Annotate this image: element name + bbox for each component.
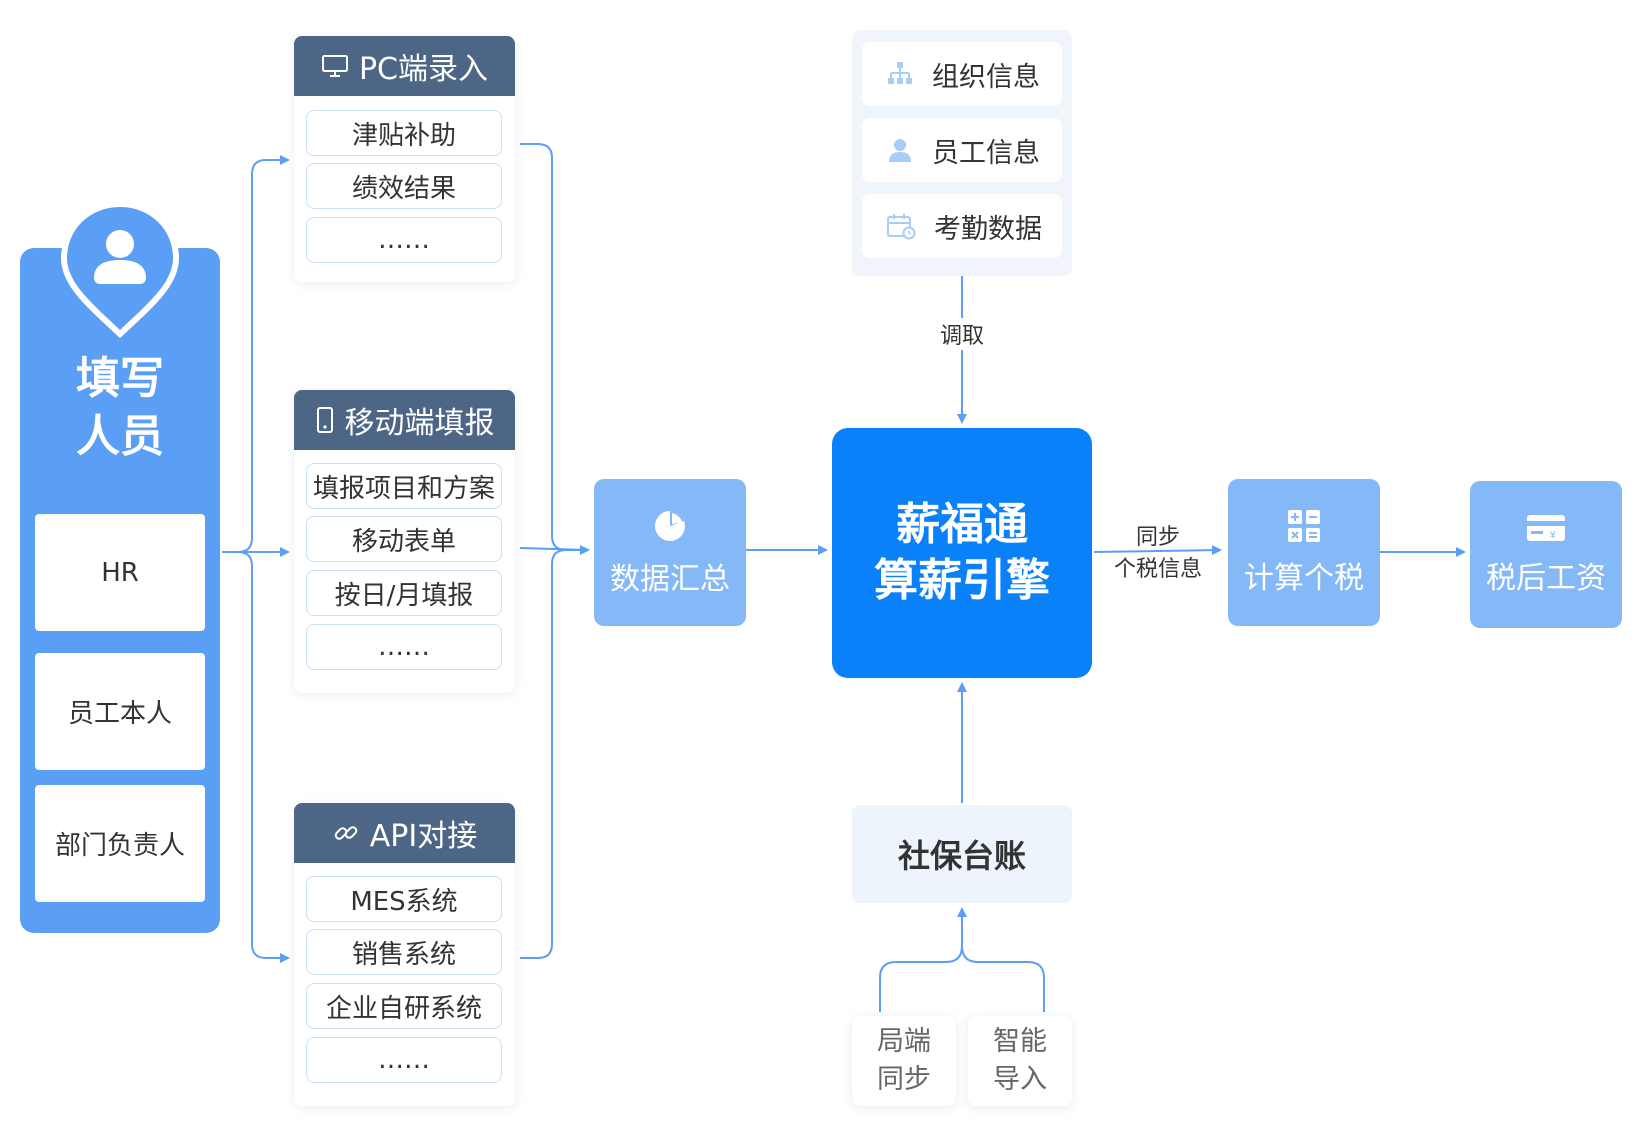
mobile-entry-title: 移动端填报 [344, 406, 495, 441]
connector-engine-to-calc-tax [1093, 545, 1222, 556]
sync-label-line2: 个税信息 [1113, 557, 1202, 582]
filler-item-employee[interactable]: 员工本人 [35, 653, 205, 770]
after-tax-salary-label: 税后工资 [1486, 560, 1606, 596]
engine-line2: 算薪引擎 [874, 555, 1050, 606]
calc-tax-box[interactable]: 计算个税 [1228, 479, 1380, 626]
filler-title: 填写 人员 [20, 350, 220, 466]
resource-employee-info[interactable]: 员工信息 [862, 118, 1062, 182]
mobile-item-plan[interactable]: 填报项目和方案 [306, 463, 502, 509]
pc-entry-title: PC端录入 [358, 52, 489, 87]
monitor-icon [321, 55, 348, 77]
api-item-sales[interactable]: 销售系统 [306, 929, 502, 975]
filler-item-dept-head[interactable]: 部门负责人 [35, 785, 205, 902]
api-entry-header: API对接 [294, 803, 515, 863]
connector-sources-to-social [879, 907, 967, 1012]
api-item-more[interactable]: …… [306, 1037, 502, 1083]
social-security-ledger[interactable]: 社保台账 [852, 805, 1072, 903]
resource-org-label: 组织信息 [932, 61, 1040, 93]
resource-employee-label: 员工信息 [932, 137, 1040, 169]
mobile-item-form[interactable]: 移动表单 [306, 516, 502, 562]
svg-text:¥: ¥ [1549, 530, 1556, 541]
filler-title-line2: 人员 [76, 411, 164, 462]
api-item-in-house[interactable]: 企业自研系统 [306, 983, 502, 1029]
engine-line1: 薪福通 [896, 499, 1028, 550]
salary-engine[interactable]: 薪福通 算薪引擎 [832, 428, 1092, 678]
after-tax-salary-box[interactable]: ¥ 税后工资 [1470, 481, 1622, 628]
source-bureau-sync[interactable]: 局端 同步 [852, 1016, 956, 1106]
user-location-pin-icon [60, 200, 180, 338]
source-bureau-line2: 同步 [877, 1064, 931, 1095]
mobile-entry-header: 移动端填报 [294, 390, 515, 450]
resource-attendance-label: 考勤数据 [934, 213, 1042, 245]
connector-inputs-to-summary [520, 143, 590, 555]
mobile-item-more[interactable]: …… [306, 624, 502, 670]
mobile-icon [316, 407, 333, 433]
source-smart-line1: 智能 [993, 1026, 1047, 1057]
link-icon [334, 826, 358, 840]
pie-chart-icon [655, 510, 685, 541]
source-smart-line2: 导入 [993, 1064, 1047, 1095]
calc-tax-label: 计算个税 [1244, 560, 1364, 596]
pc-item-allowance[interactable]: 津贴补助 [306, 110, 502, 156]
filler-title-line1: 填写 [76, 353, 164, 404]
source-smart-import[interactable]: 智能 导入 [968, 1016, 1072, 1106]
pc-entry-header: PC端录入 [294, 36, 515, 96]
data-summary-label: 数据汇总 [610, 561, 730, 597]
sync-tax-label: 同步 个税信息 [1098, 522, 1218, 586]
pc-item-more[interactable]: …… [306, 217, 502, 263]
calendar-icon [887, 214, 916, 240]
resource-org-info[interactable]: 组织信息 [862, 42, 1062, 106]
person-icon [889, 139, 911, 162]
mobile-item-daily-monthly[interactable]: 按日/月填报 [306, 570, 502, 616]
connector-left-to-inputs [222, 155, 290, 553]
fetch-label: 调取 [932, 318, 992, 350]
api-entry-title: API对接 [369, 819, 478, 854]
api-item-mes[interactable]: MES系统 [306, 876, 502, 922]
pc-item-performance[interactable]: 绩效结果 [306, 163, 502, 209]
source-bureau-line1: 局端 [877, 1026, 931, 1057]
resource-attendance[interactable]: 考勤数据 [862, 194, 1062, 258]
calculator-icon [1288, 509, 1320, 542]
data-summary-box[interactable]: 数据汇总 [594, 479, 746, 626]
filler-item-hr[interactable]: HR [35, 514, 205, 631]
org-chart-icon [888, 62, 912, 84]
sync-label-line1: 同步 [1135, 525, 1180, 550]
card-icon: ¥ [1527, 514, 1565, 541]
